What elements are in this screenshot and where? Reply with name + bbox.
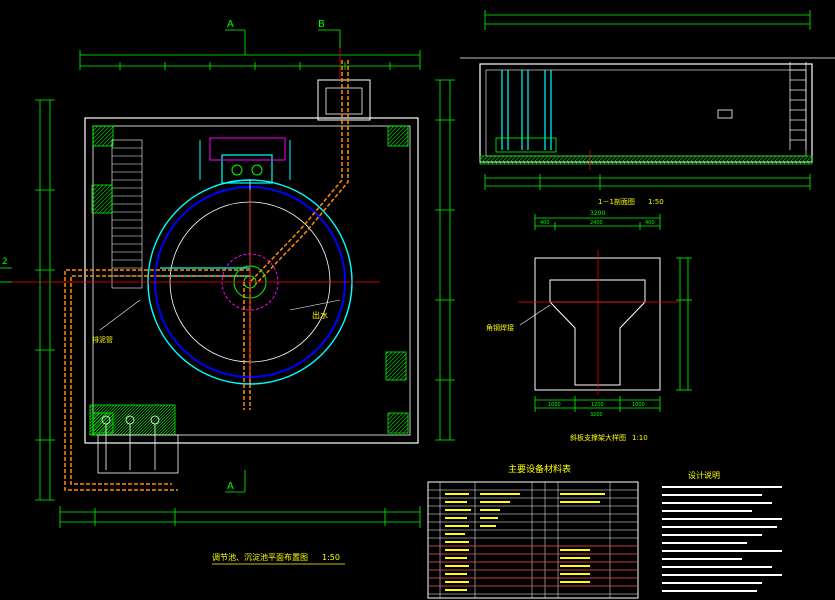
plan-left-dimensions	[35, 99, 55, 501]
plan-right-dimensions	[435, 79, 455, 441]
pump-house	[89, 404, 176, 436]
label-outlet: 出水	[312, 310, 328, 320]
section-label-b: B	[318, 19, 325, 30]
stairs	[111, 139, 143, 289]
notes-title: 设计说明	[688, 470, 720, 480]
section-tank	[479, 63, 813, 163]
table-title: 主要设备材料表	[508, 463, 571, 475]
left-axis-label: 2	[2, 257, 8, 267]
hopper-detail: 3200 400 2400 400 1000 1200 1000 3200 角钢…	[486, 210, 692, 442]
hopper-dim-bottom-b: 1200	[591, 402, 604, 408]
hopper-shape	[549, 279, 646, 386]
section-label-a-top: A	[227, 19, 234, 30]
hopper-scale: 1:10	[632, 434, 648, 442]
corner-column	[387, 412, 409, 434]
inner-wall	[92, 125, 411, 436]
plan-title: 调节池、沉淀池平面布置图	[212, 552, 308, 562]
corner-column	[92, 125, 114, 147]
hopper-dim-a: 400	[540, 220, 550, 226]
pump-pit-right	[385, 351, 407, 381]
section-view: 1－1剖面图 1:50	[460, 10, 835, 206]
inlet-chamber	[221, 154, 273, 184]
sludge-pipe	[249, 60, 343, 283]
design-notes: 设计说明	[662, 470, 782, 592]
drain-pipe-left	[64, 269, 250, 491]
hopper-dim-bottom-c: 1000	[632, 402, 645, 408]
corner-column	[387, 125, 409, 147]
hopper-frame	[534, 257, 661, 391]
section-title: 1－1剖面图	[598, 197, 635, 206]
hopper-dim-c: 400	[645, 220, 655, 226]
valve-icon	[251, 164, 263, 176]
hopper-dim-top: 3200	[590, 210, 605, 217]
left-axis-mark	[0, 267, 12, 283]
ladder	[789, 62, 807, 150]
hopper-label: 角钢焊接	[486, 323, 514, 332]
hopper-dim-b: 2400	[590, 220, 603, 226]
plan-bottom-dimensions	[59, 506, 421, 528]
section-mark-a-top	[225, 29, 246, 55]
hopper-dim-bottom-a: 1000	[548, 402, 561, 408]
outer-wall	[84, 117, 419, 444]
section-mark-b	[318, 29, 341, 48]
pump-icons	[101, 415, 160, 470]
section-label-a-bottom: A	[227, 481, 234, 492]
section-mark-a-bottom	[225, 470, 246, 493]
plan-view: A A B 2 出水 排泥管 调节池、沉淀池平面布置图 1:50	[0, 19, 455, 565]
pump-pit-left	[91, 184, 113, 214]
valve-box	[209, 137, 286, 161]
label-pipe: 排泥管	[92, 335, 113, 344]
valve-icon	[231, 164, 243, 176]
outlet-well	[317, 79, 371, 121]
section-scale: 1:50	[648, 198, 664, 206]
equipment-table: 主要设备材料表	[427, 463, 639, 599]
hopper-title: 斜板支撑架大样图	[570, 433, 626, 442]
plan-title-scale: 1:50	[322, 553, 340, 562]
hopper-dim-total: 3200	[590, 412, 603, 418]
plan-top-dimensions	[79, 50, 421, 70]
